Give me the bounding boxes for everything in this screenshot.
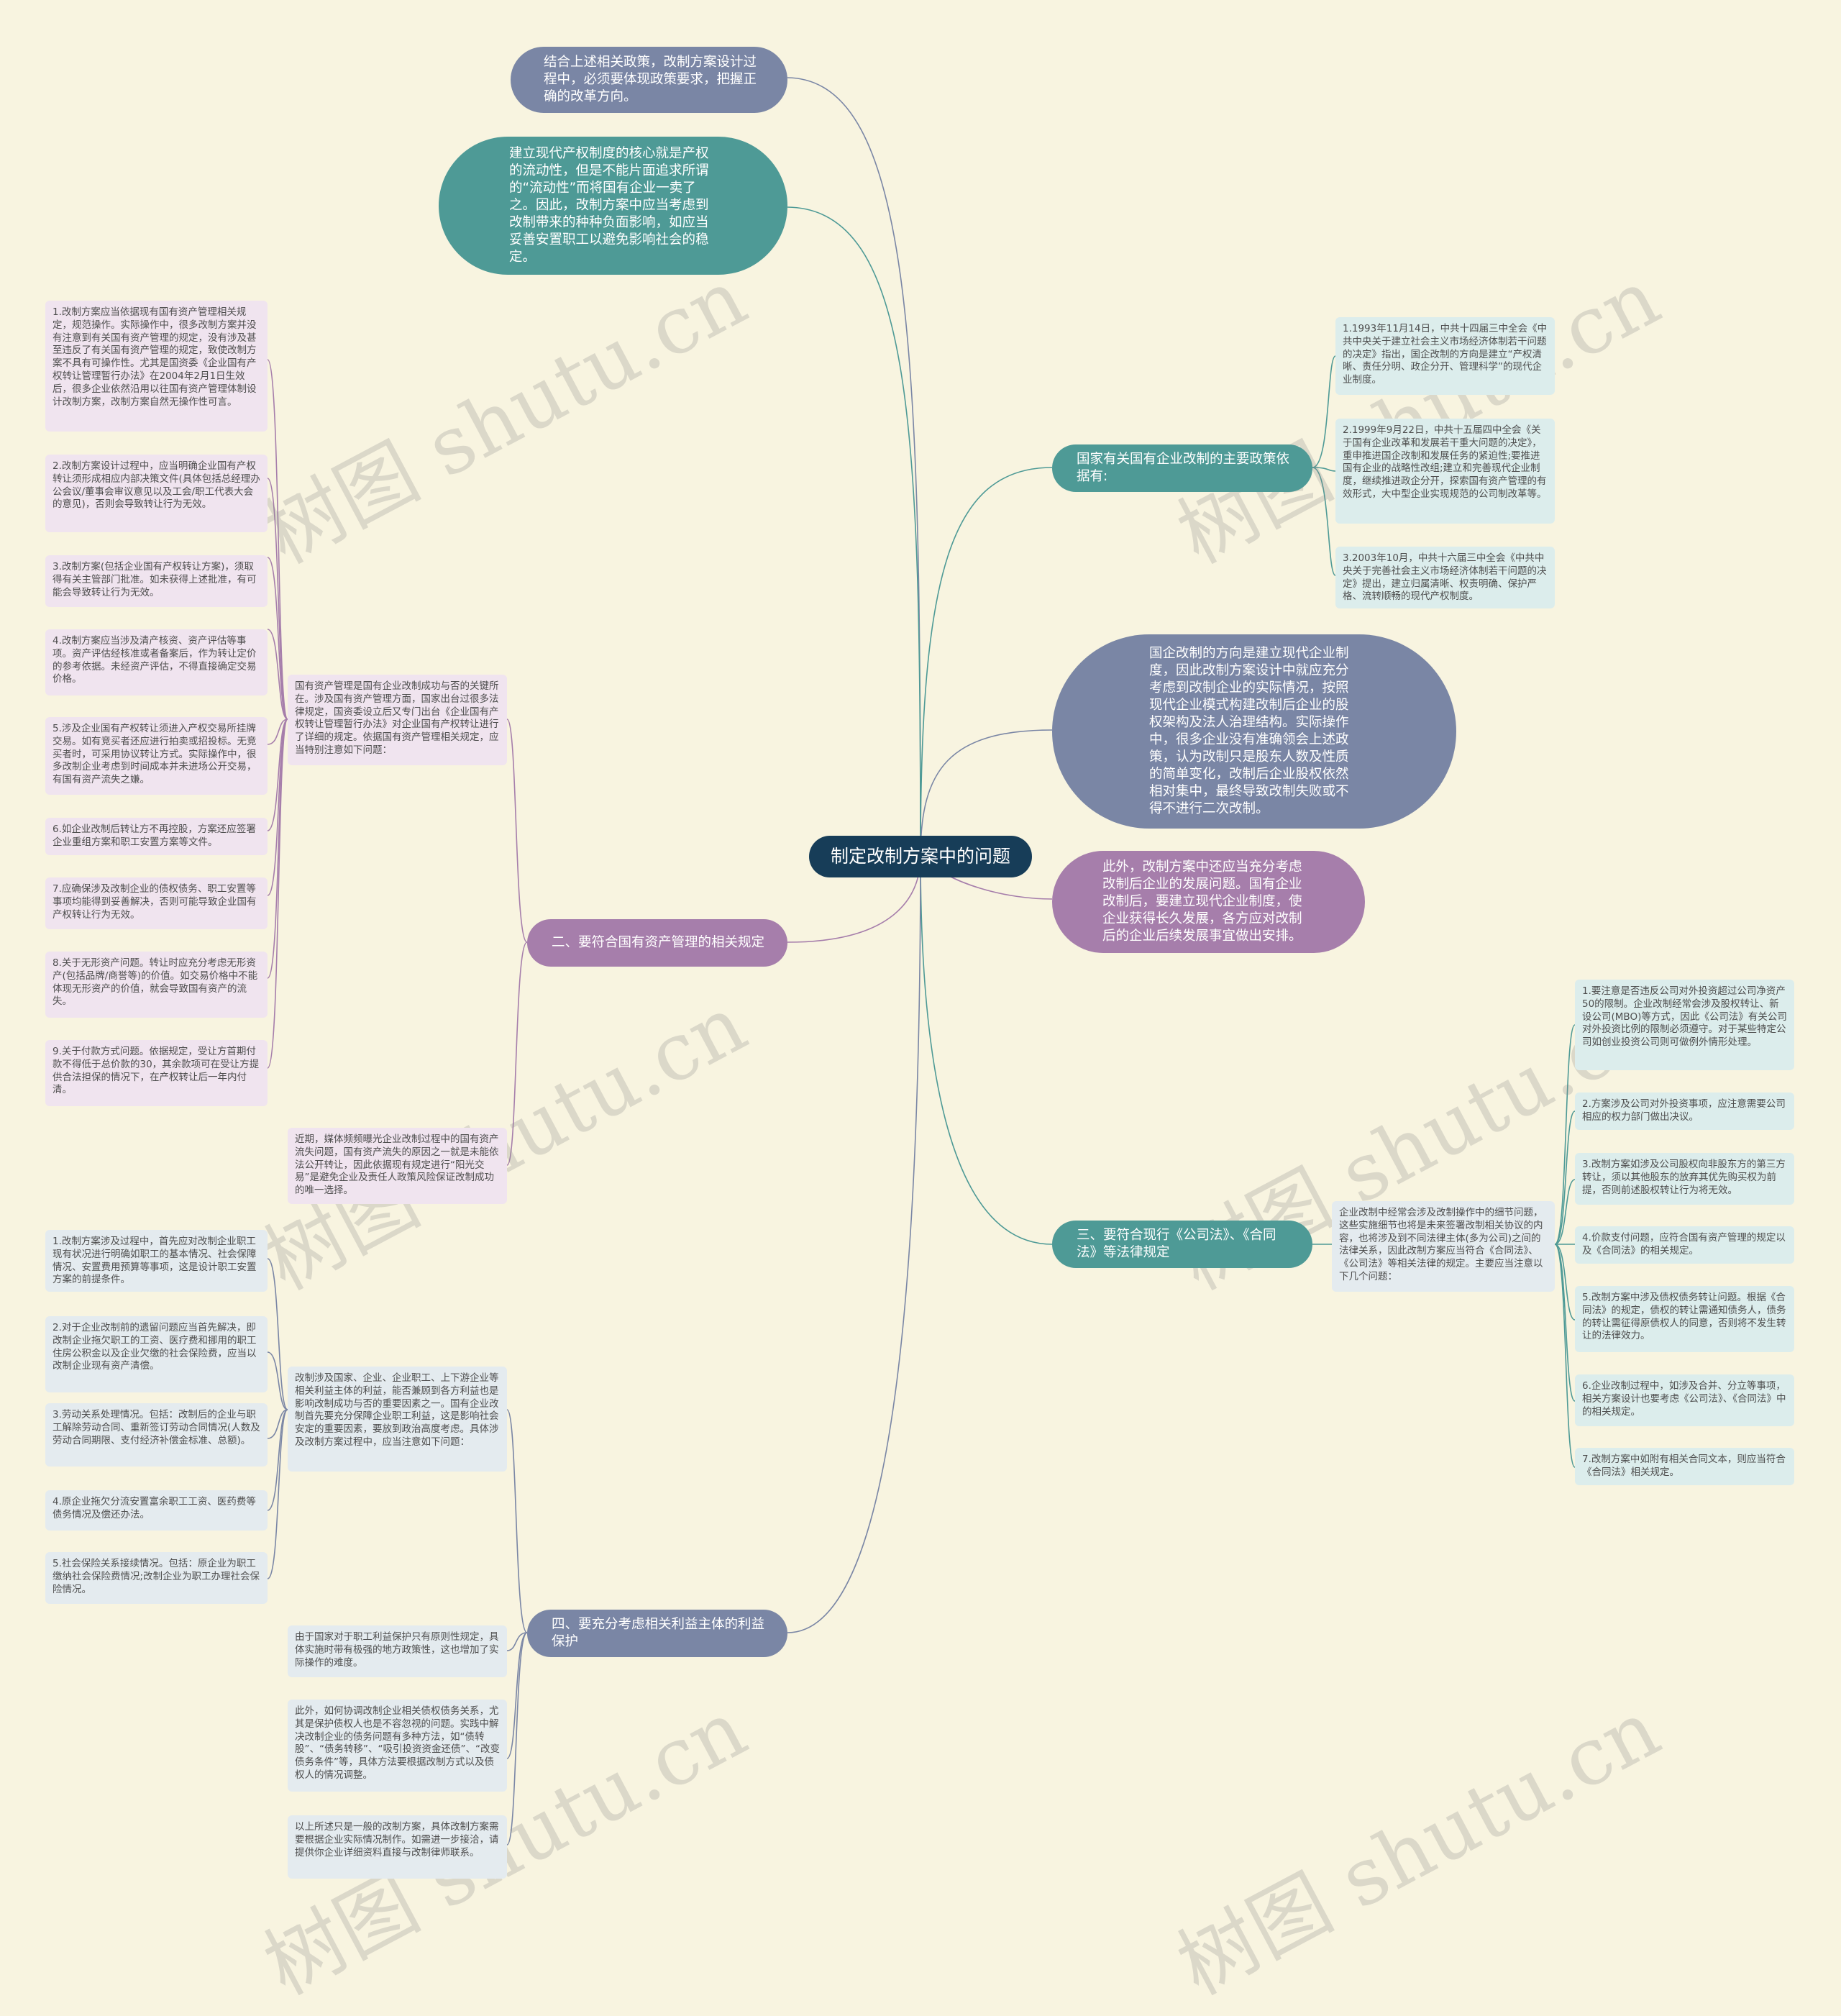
stakeholder-note[interactable]: 以上所述只是一般的改制方案，具体改制方案需要根据企业实际情况制作。如需进一步接洽… <box>288 1815 507 1879</box>
state-asset-intro[interactable]: 国有资产管理是国有企业改制成功与否的关键所在。涉及国有资产管理方面，国家出台过很… <box>288 675 507 765</box>
link-modern <box>920 729 1053 857</box>
connector-lines <box>267 77 1576 1846</box>
branch-modern-enterprise-label: 国企改制的方向是建立现代企业制度，因此改制方案设计中就应充分考虑到改制企业的实际… <box>1149 645 1349 817</box>
stakeholder-item[interactable]: 3.劳动关系处理情况。包括：改制后的企业与职工解除劳动合同、重新签订劳动合同情况… <box>45 1403 268 1467</box>
branch-stakeholder-label: 四、要充分考虑相关利益主体的利益保护 <box>552 1616 765 1649</box>
link-policy <box>920 467 1053 857</box>
policy-item[interactable]: 2.1999年9月22日，中共十五届四中全会《关于国有企业改革和发展若干重大问题… <box>1335 419 1555 524</box>
branch-policy-direction[interactable]: 结合上述相关政策，改制方案设计过程中，必须要体现政策要求，把握正确的改革方向。 <box>511 47 787 113</box>
company-law-item[interactable]: 3.改制方案如涉及公司股权向非股东方的第三方转让，须以其他股东的放弃其优先购买权… <box>1575 1153 1794 1205</box>
branch-future-development-label: 此外，改制方案中还应当充分考虑改制后企业的发展问题。国有企业改制后，要建立现代企… <box>1102 859 1302 944</box>
root-topic[interactable]: 制定改制方案中的问题 <box>809 836 1032 877</box>
company-law-intro[interactable]: 企业改制中经常会涉及改制操作中的细节问题，这些实施细节也将是未来签署改制相关协议… <box>1332 1201 1555 1292</box>
branch-property-rights-label: 建立现代产权制度的核心就是产权的流动性，但是不能片面追求所谓的“流动性”而将国有… <box>509 145 709 265</box>
stakeholder-intro[interactable]: 改制涉及国家、企业、企业职工、上下游企业等相关利益主体的利益，能否兼顾到各方利益… <box>288 1367 507 1472</box>
link-top1 <box>787 77 921 857</box>
company-law-item[interactable]: 2.方案涉及公司对外投资事项，应注意需要公司相应的权力部门做出决议。 <box>1575 1093 1794 1130</box>
company-law-item[interactable]: 6.企业改制过程中，如涉及合并、分立等事项，相关方案设计也要考虑《公司法》、《合… <box>1575 1374 1794 1426</box>
branch-stakeholder[interactable]: 四、要充分考虑相关利益主体的利益保护 <box>527 1610 787 1657</box>
state-asset-item[interactable]: 6.如企业改制后转让方不再控股，方案还应签署企业重组方案和职工安置方案等文件。 <box>45 818 268 855</box>
state-asset-note[interactable]: 近期，媒体频频曝光企业改制过程中的国有资产流失问题，国有资产流失的原因之一就是未… <box>288 1128 507 1204</box>
company-law-item[interactable]: 5.改制方案中涉及债权债务转让问题。根据《合同法》的规定，债权的转让需通知债务人… <box>1575 1286 1794 1352</box>
stakeholder-note[interactable]: 由于国家对于职工利益保护只有原则性规定，具体实施时带有极强的地方政策性，这也增加… <box>288 1625 507 1677</box>
root-topic-label: 制定改制方案中的问题 <box>830 845 1010 867</box>
policy-item[interactable]: 3.2003年10月，中共十六届三中全会《中共中央关于完善社会主义市场经济体制若… <box>1335 547 1555 608</box>
stakeholder-item[interactable]: 2.对于企业改制前的遗留问题应当首先解决，即改制企业拖欠职工的工资、医疗费和挪用… <box>45 1316 268 1392</box>
branch-modern-enterprise[interactable]: 国企改制的方向是建立现代企业制度，因此改制方案设计中就应充分考虑到改制企业的实际… <box>1052 634 1456 829</box>
branch-future-development[interactable]: 此外，改制方案中还应当充分考虑改制后企业的发展问题。国有企业改制后，要建立现代企… <box>1052 851 1365 953</box>
policy-item[interactable]: 1.1993年11月14日，中共十四届三中全会《中共中央关于建立社会主义市场经济… <box>1335 317 1555 395</box>
state-asset-item[interactable]: 8.关于无形资产问题。转让时应充分考虑无形资产(包括品牌/商誉等)的价值。如交易… <box>45 952 268 1018</box>
stakeholder-item[interactable]: 4.原企业拖欠分流安置富余职工工资、医药费等债务情况及偿还办法。 <box>45 1490 268 1531</box>
state-asset-item[interactable]: 1.改制方案应当依据现有国有资产管理相关规定，规范操作。实际操作中，很多改制方案… <box>45 301 268 432</box>
branch-policy-direction-label: 结合上述相关政策，改制方案设计过程中，必须要体现政策要求，把握正确的改革方向。 <box>544 54 757 105</box>
state-asset-item[interactable]: 7.应确保涉及改制企业的债权债务、职工安置等事项均能得到妥善解决，否则可能导致企… <box>45 877 268 929</box>
link-stakeholder <box>787 855 921 1633</box>
state-asset-item[interactable]: 5.涉及企业国有产权转让须进入产权交易所挂牌交易。如有竞买者还应进行拍卖或招投标… <box>45 717 268 795</box>
branch-policy-basis[interactable]: 国家有关国有企业改制的主要政策依据有: <box>1052 444 1312 492</box>
branch-state-asset-label: 二、要符合国有资产管理的相关规定 <box>552 934 765 950</box>
stakeholder-note[interactable]: 此外，如何协调改制企业相关债权债务关系，尤其是保护债权人也是不容忽视的问题。实践… <box>288 1700 507 1792</box>
link-top2 <box>787 206 921 857</box>
company-law-item[interactable]: 7.改制方案中如附有相关合同文本，则应当符合《合同法》相关规定。 <box>1575 1448 1794 1485</box>
state-asset-item[interactable]: 3.改制方案(包括企业国有产权转让方案)，须取得有关主管部门批准。如未获得上述批… <box>45 555 268 607</box>
stakeholder-item[interactable]: 1.改制方案涉及过程中，首先应对改制企业职工现有状况进行明确如职工的基本情况、社… <box>45 1230 268 1292</box>
branch-property-rights[interactable]: 建立现代产权制度的核心就是产权的流动性，但是不能片面追求所谓的“流动性”而将国有… <box>439 137 787 275</box>
branch-company-law-label: 三、要符合现行《公司法》、《合同法》等法律规定 <box>1077 1227 1276 1260</box>
link-company-law <box>920 855 1053 1245</box>
company-law-item[interactable]: 1.要注意是否违反公司对外投资超过公司净资产50的限制。企业改制经常会涉及股权转… <box>1575 980 1794 1070</box>
state-asset-item[interactable]: 4.改制方案应当涉及清产核资、资产评估等事项。资产评估经核准或者备案后，作为转让… <box>45 629 268 695</box>
branch-company-law[interactable]: 三、要符合现行《公司法》、《合同法》等法律规定 <box>1052 1221 1312 1268</box>
branch-policy-basis-label: 国家有关国有企业改制的主要政策依据有: <box>1077 451 1290 484</box>
state-asset-item[interactable]: 9.关于付款方式问题。依据规定，受让方首期付款不得低于总价款的30，其余款项可在… <box>45 1040 268 1106</box>
state-asset-item[interactable]: 2.改制方案设计过程中，应当明确企业国有产权转让须形成相应内部决策文件(具体包括… <box>45 455 268 532</box>
company-law-item[interactable]: 4.价款支付问题，应符合国有资产管理的规定以及《合同法》的相关规定。 <box>1575 1226 1794 1264</box>
stakeholder-item[interactable]: 5.社会保险关系接续情况。包括：原企业为职工缴纳社会保险费情况;改制企业为职工办… <box>45 1552 268 1604</box>
branch-state-asset[interactable]: 二、要符合国有资产管理的相关规定 <box>527 919 787 967</box>
